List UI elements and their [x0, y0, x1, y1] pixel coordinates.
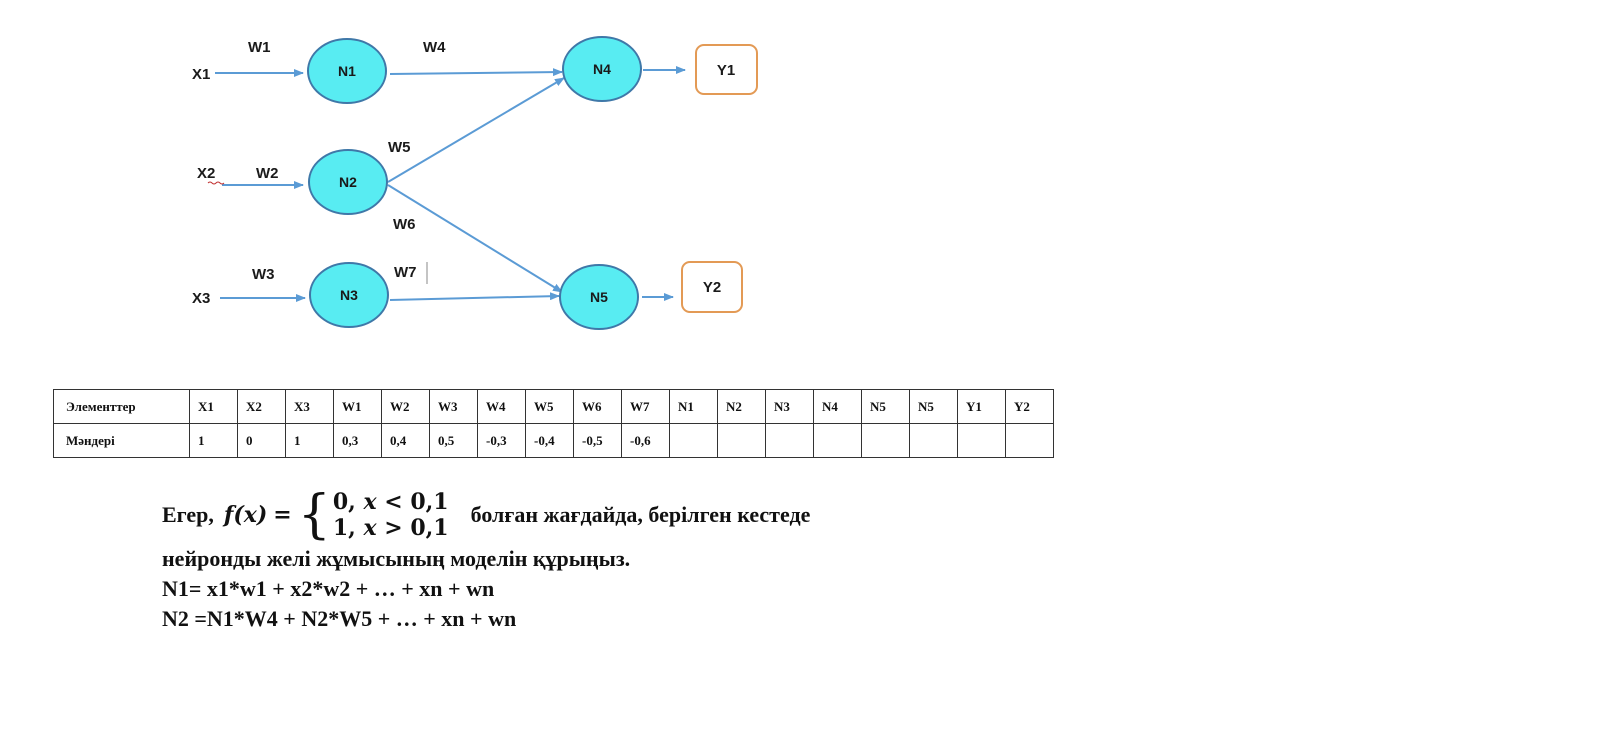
table-col-header: Y1	[957, 389, 1006, 424]
left-brace: {	[297, 485, 331, 545]
weight-w5-label: W5	[388, 139, 411, 156]
case-1: 0, x < 0,1	[333, 489, 449, 515]
table-col-header: Y2	[1005, 389, 1054, 424]
table-col-header: X1	[189, 389, 238, 424]
neural-network-diagram: N1 N2 N3 N4 N5 Y1 Y2 X1 X2 X3 W1 W2 W3 W…	[192, 36, 758, 330]
table-cell: 0,5	[429, 423, 478, 458]
input-x3-label: X3	[192, 290, 210, 307]
weight-w7-label: W7	[394, 264, 417, 281]
node-n5: N5	[559, 264, 639, 330]
output-y1-label: Y1	[717, 62, 735, 79]
piecewise-cases: 0, x < 0,1 1, x > 0,1	[333, 489, 449, 541]
node-n2: N2	[308, 149, 388, 215]
node-n4-label: N4	[593, 61, 611, 77]
table-col-header: N5	[861, 389, 910, 424]
node-n1: N1	[307, 38, 387, 104]
case-1-condition: < 0,1	[384, 489, 449, 515]
table-col-header: W3	[429, 389, 478, 424]
task-text: Егер, f(x) = { 0, x < 0,1 1, x > 0,1 бол…	[162, 486, 810, 634]
case-2-value: 1,	[332, 515, 356, 541]
table-col-header: W6	[573, 389, 622, 424]
table-col-header: W2	[381, 389, 430, 424]
node-n4: N4	[562, 36, 642, 102]
table-cell	[813, 423, 862, 458]
table-cell	[669, 423, 718, 458]
table-col-header: N2	[717, 389, 766, 424]
table-col-header: W4	[477, 389, 526, 424]
node-n3: N3	[309, 262, 389, 328]
task-line-2: нейронды желі жұмысының моделін құрыңыз.	[162, 546, 631, 571]
table-cell	[765, 423, 814, 458]
values-table: Элементтер X1 X2 X3 W1 W2 W3 W4 W5 W6 W7…	[53, 389, 1054, 458]
node-n1-label: N1	[338, 63, 356, 79]
x2-squiggle	[207, 181, 225, 185]
input-x1-label: X1	[192, 66, 210, 83]
edge-n1-n4	[389, 68, 563, 77]
edge-n2-n5	[387, 184, 563, 293]
edge-n2-n4	[387, 77, 565, 183]
table-col-header: X2	[237, 389, 286, 424]
table-cell: -0,5	[573, 423, 622, 458]
node-n3-label: N3	[340, 287, 358, 303]
table-col-header: W5	[525, 389, 574, 424]
function-name: f(x)	[223, 502, 268, 528]
table-cell	[909, 423, 958, 458]
task-line-3: N1= x1*w1 + x2*w2 + … + xn + wn	[162, 576, 495, 601]
case-1-value: 0,	[332, 489, 356, 515]
table-row-label: Мәндері	[53, 423, 190, 458]
table-cell: 1	[285, 423, 334, 458]
task-after-formula: болған жағдайда, берілген кестеде	[470, 502, 811, 527]
table-cell: -0,6	[621, 423, 670, 458]
table-header-label: Элементтер	[53, 389, 190, 424]
table-cell	[861, 423, 910, 458]
output-y2-label: Y2	[703, 279, 721, 296]
equals-sign: =	[273, 502, 292, 528]
table-cell: 0,4	[381, 423, 430, 458]
weight-w4-label: W4	[423, 39, 446, 56]
case-2: 1, x > 0,1	[333, 515, 449, 541]
edge-n3-n5	[389, 292, 560, 301]
task-prefix: Егер,	[162, 502, 214, 527]
case-2-var: x	[363, 515, 377, 541]
table-values-row: Мәндері 1 0 1 0,3 0,4 0,5 -0,3 -0,4 -0,5…	[53, 423, 1054, 458]
node-n5-label: N5	[590, 289, 608, 305]
table-header-row: Элементтер X1 X2 X3 W1 W2 W3 W4 W5 W6 W7…	[53, 389, 1054, 424]
table-cell	[957, 423, 1006, 458]
weight-w3-label: W3	[252, 266, 275, 283]
weight-w6-label: W6	[393, 216, 416, 233]
weight-w1-label: W1	[248, 39, 271, 56]
table-col-header: W7	[621, 389, 670, 424]
table-cell: -0,4	[525, 423, 574, 458]
table-cell	[717, 423, 766, 458]
output-y2: Y2	[681, 261, 743, 313]
weight-w2-label: W2	[256, 165, 279, 182]
table-col-header: N3	[765, 389, 814, 424]
task-line-4: N2 =N1*W4 + N2*W5 + … + xn + wn	[162, 606, 517, 631]
table-col-header: X3	[285, 389, 334, 424]
table-cell: -0,3	[477, 423, 526, 458]
table-col-header: N4	[813, 389, 862, 424]
table-cell: 0	[237, 423, 286, 458]
table-cell: 1	[189, 423, 238, 458]
output-y1: Y1	[695, 44, 758, 95]
table-col-header: W1	[333, 389, 382, 424]
node-n2-label: N2	[339, 174, 357, 190]
table-cell: 0,3	[333, 423, 382, 458]
case-2-condition: > 0,1	[384, 515, 449, 541]
table-col-header: N1	[669, 389, 718, 424]
task-formula-line: Егер, f(x) = { 0, x < 0,1 1, x > 0,1 бол…	[162, 486, 810, 544]
case-1-var: x	[363, 489, 377, 515]
input-x2-label: X2	[197, 165, 215, 182]
table-col-header: N5	[909, 389, 958, 424]
table-cell	[1005, 423, 1054, 458]
